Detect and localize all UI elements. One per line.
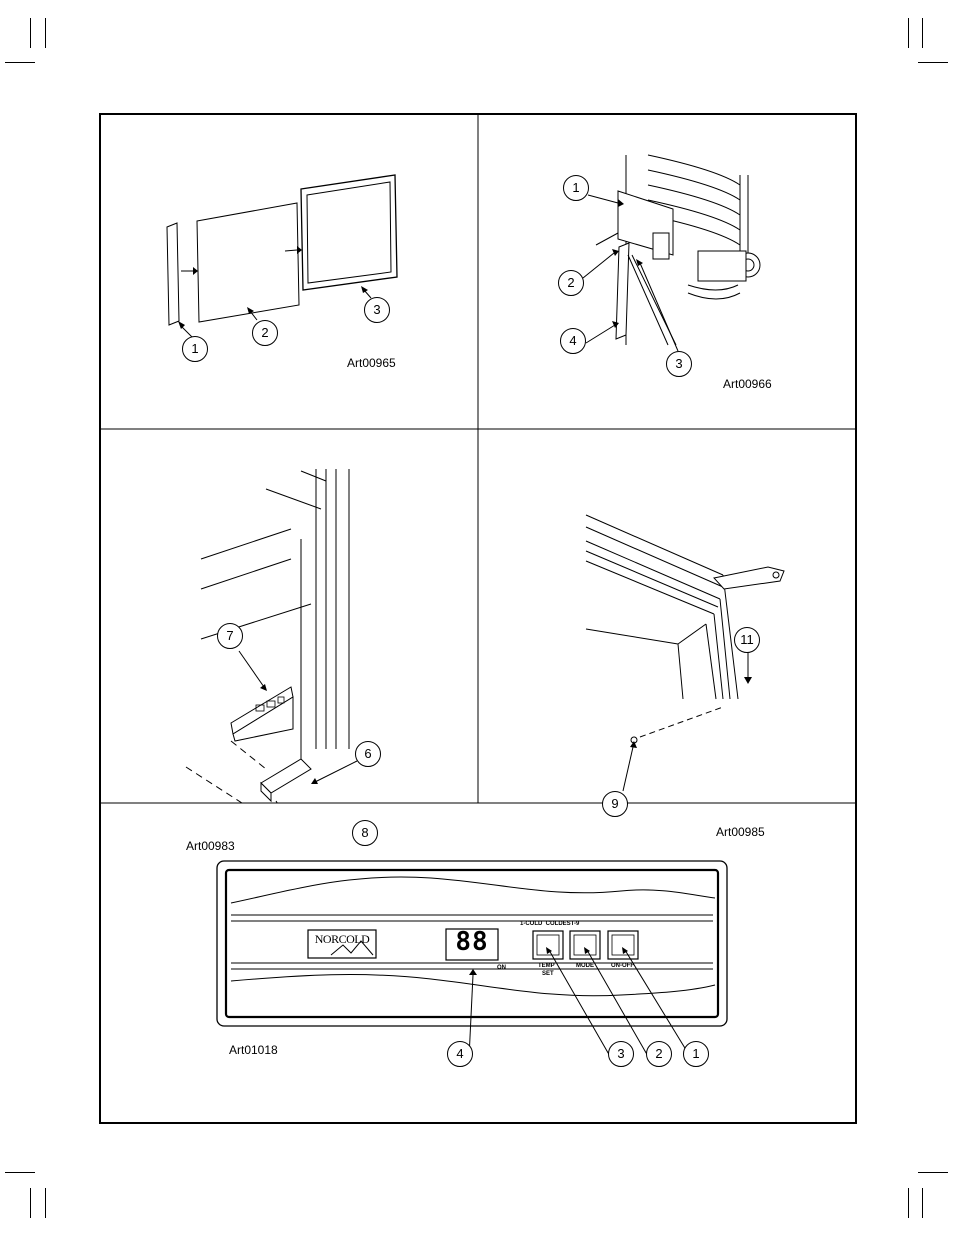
insulation-drawing — [166, 174, 398, 338]
callout-1: 1 — [563, 175, 589, 201]
art-id: Art00966 — [723, 377, 772, 391]
callout-1: 1 — [683, 1041, 709, 1067]
temp-button-label: TEMP — [538, 963, 555, 969]
panel-control-module: 7 6 8 Art00983 — [101, 429, 478, 853]
callout-1: 1 — [182, 336, 208, 362]
callout-2: 2 — [558, 270, 584, 296]
callout-8: 8 — [352, 820, 378, 846]
set-button-sublabel: SET — [542, 971, 554, 977]
callout-7: 7 — [217, 623, 243, 649]
callout-3: 3 — [608, 1041, 634, 1067]
crop-mark — [5, 62, 35, 63]
callout-2: 2 — [646, 1041, 672, 1067]
brand-logo: NORCOLD — [314, 932, 370, 946]
crop-mark — [5, 1172, 35, 1173]
callout-4: 4 — [560, 328, 586, 354]
control-display-drawing — [216, 860, 728, 1059]
temp-scale-label: 1-COLD COLDEST-9 — [520, 921, 580, 927]
panel-cooling-unit: 1 2 3 4 Art00966 — [478, 115, 855, 429]
door-hinge-drawing — [585, 514, 785, 792]
crop-mark — [45, 1188, 46, 1218]
callout-9: 9 — [602, 791, 628, 817]
panel-door-hinge: 11 9 Art00985 — [478, 429, 855, 839]
callout-3: 3 — [364, 297, 390, 323]
control-module-drawing — [185, 469, 358, 803]
cooling-unit-drawing — [582, 154, 761, 352]
callout-11: 11 — [734, 627, 760, 653]
on-off-button-label: ON-OFF — [611, 963, 634, 969]
crop-mark — [922, 18, 923, 48]
mode-button-label: MODE — [576, 963, 594, 969]
on-indicator-label: ON — [497, 965, 506, 971]
callout-2: 2 — [252, 320, 278, 346]
callout-6: 6 — [355, 741, 381, 767]
art-id: Art01018 — [229, 1043, 278, 1057]
panel-control-display: NORCOLD 88 ON 1-COLD COLDEST-9 TEMP SET … — [101, 803, 855, 1122]
art-id: Art00985 — [716, 825, 765, 839]
art-id: Art00983 — [186, 839, 235, 853]
panel-insulation-layers: 1 2 3 Art00965 — [101, 115, 478, 429]
crop-mark — [30, 1188, 31, 1218]
crop-mark — [922, 1188, 923, 1218]
temperature-display: 88 — [455, 927, 489, 957]
callout-4: 4 — [447, 1041, 473, 1067]
crop-mark — [918, 1172, 948, 1173]
crop-mark — [30, 18, 31, 48]
crop-mark — [908, 1188, 909, 1218]
figure-frame: 1 2 3 Art00965 — [99, 113, 857, 1124]
crop-mark — [45, 18, 46, 48]
art-id: Art00965 — [347, 356, 396, 370]
crop-mark — [908, 18, 909, 48]
callout-3: 3 — [666, 351, 692, 377]
crop-mark — [918, 62, 948, 63]
figure-grid — [101, 115, 855, 804]
